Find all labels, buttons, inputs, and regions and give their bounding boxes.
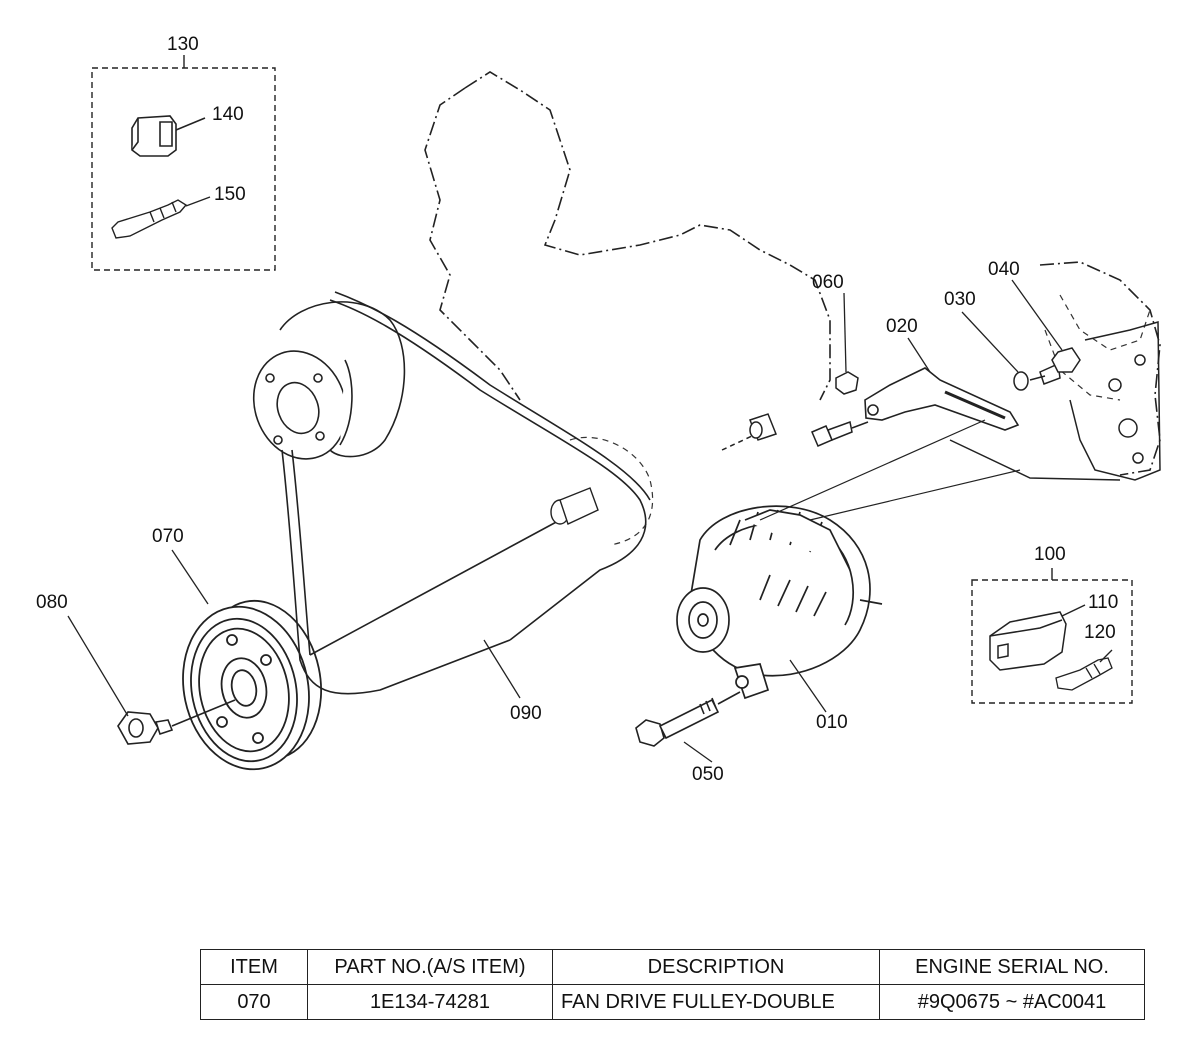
cell-item: 070 <box>200 984 308 1020</box>
cell-engine-serial: #9Q0675 ~ #AC0041 <box>879 984 1145 1020</box>
callout-130: 130 <box>167 34 199 55</box>
callout-050: 050 <box>692 764 724 785</box>
table-header-row: ITEM PART NO.(A/S ITEM) DESCRIPTION ENGI… <box>200 949 1145 985</box>
cell-description: FAN DRIVE FULLEY-DOUBLE <box>552 984 880 1020</box>
callout-020: 020 <box>886 316 918 337</box>
leader-lines <box>67 279 1063 763</box>
engine-block-outline <box>424 71 1161 476</box>
kit-box-130 <box>91 55 276 271</box>
callout-150: 150 <box>214 184 246 205</box>
parts-table: ITEM PART NO.(A/S ITEM) DESCRIPTION ENGI… <box>200 949 1145 1020</box>
callout-120: 120 <box>1084 622 1116 643</box>
engine-bracket <box>949 321 1161 481</box>
callout-090: 090 <box>510 703 542 724</box>
connector-140 <box>131 115 206 157</box>
terminal-120 <box>1055 649 1113 691</box>
connector-110 <box>989 604 1086 671</box>
callout-080: 080 <box>36 592 68 613</box>
header-description: DESCRIPTION <box>552 949 880 985</box>
callout-070: 070 <box>152 526 184 547</box>
cell-part-no: 1E134-74281 <box>307 984 553 1020</box>
kit-box-100 <box>971 568 1133 704</box>
bolt-050 <box>635 691 741 747</box>
header-part-no: PART NO.(A/S ITEM) <box>307 949 553 985</box>
callout-010: 010 <box>816 712 848 733</box>
small-hardware <box>721 347 1081 451</box>
callout-110: 110 <box>1088 592 1118 613</box>
callout-140: 140 <box>212 104 244 125</box>
callout-030: 030 <box>944 289 976 310</box>
crank-spline <box>550 487 599 525</box>
table-row: 070 1E134-74281 FAN DRIVE FULLEY-DOUBLE … <box>200 984 1145 1020</box>
engine-hidden-lines <box>569 294 1151 546</box>
fan-belt-090 <box>281 291 651 695</box>
header-item: ITEM <box>200 949 308 985</box>
water-pump-pulley <box>252 301 406 460</box>
alternator-010 <box>676 505 883 700</box>
fan-drive-pulley-double <box>182 599 323 771</box>
callout-040: 040 <box>988 259 1020 280</box>
header-engine-serial: ENGINE SERIAL NO. <box>879 949 1145 985</box>
assembly-lines <box>759 419 1021 521</box>
callout-060: 060 <box>812 272 844 293</box>
callout-100: 100 <box>1034 544 1066 565</box>
bolt-080 <box>117 699 236 745</box>
terminal-150 <box>111 196 211 239</box>
adjusting-plate-020 <box>864 367 1020 431</box>
